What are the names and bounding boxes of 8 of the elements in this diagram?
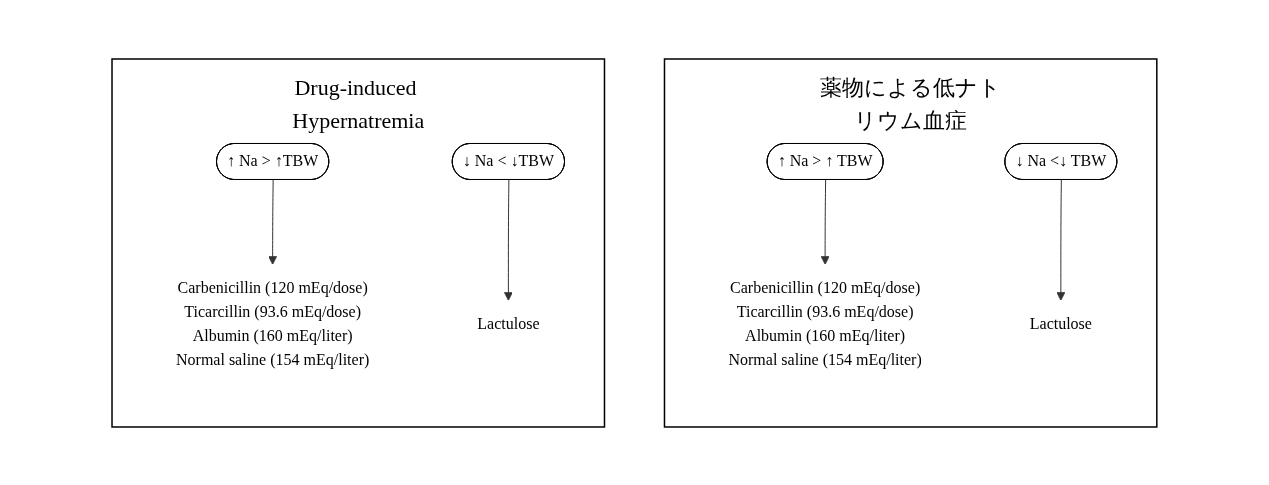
arrow	[504, 179, 513, 301]
arrow	[820, 179, 830, 265]
arrow	[1056, 179, 1066, 301]
node-text: Carbenicillin (120 mEq/dose) Ticarcillin (93.6 mEq/dose) Albumin (160 mEq/liter) Normal saline (154 mEq/liter)	[176, 278, 370, 368]
node-text: Carbenicillin (120 mEq/dose) Ticarcillin (93.6 mEq/dose) Albumin (160 mEq/liter) Normal saline (154 mEq/liter)	[728, 278, 922, 368]
node-text: Lactulose	[477, 314, 540, 332]
node-text: Lactulose	[1029, 314, 1093, 332]
arrow	[268, 179, 278, 265]
